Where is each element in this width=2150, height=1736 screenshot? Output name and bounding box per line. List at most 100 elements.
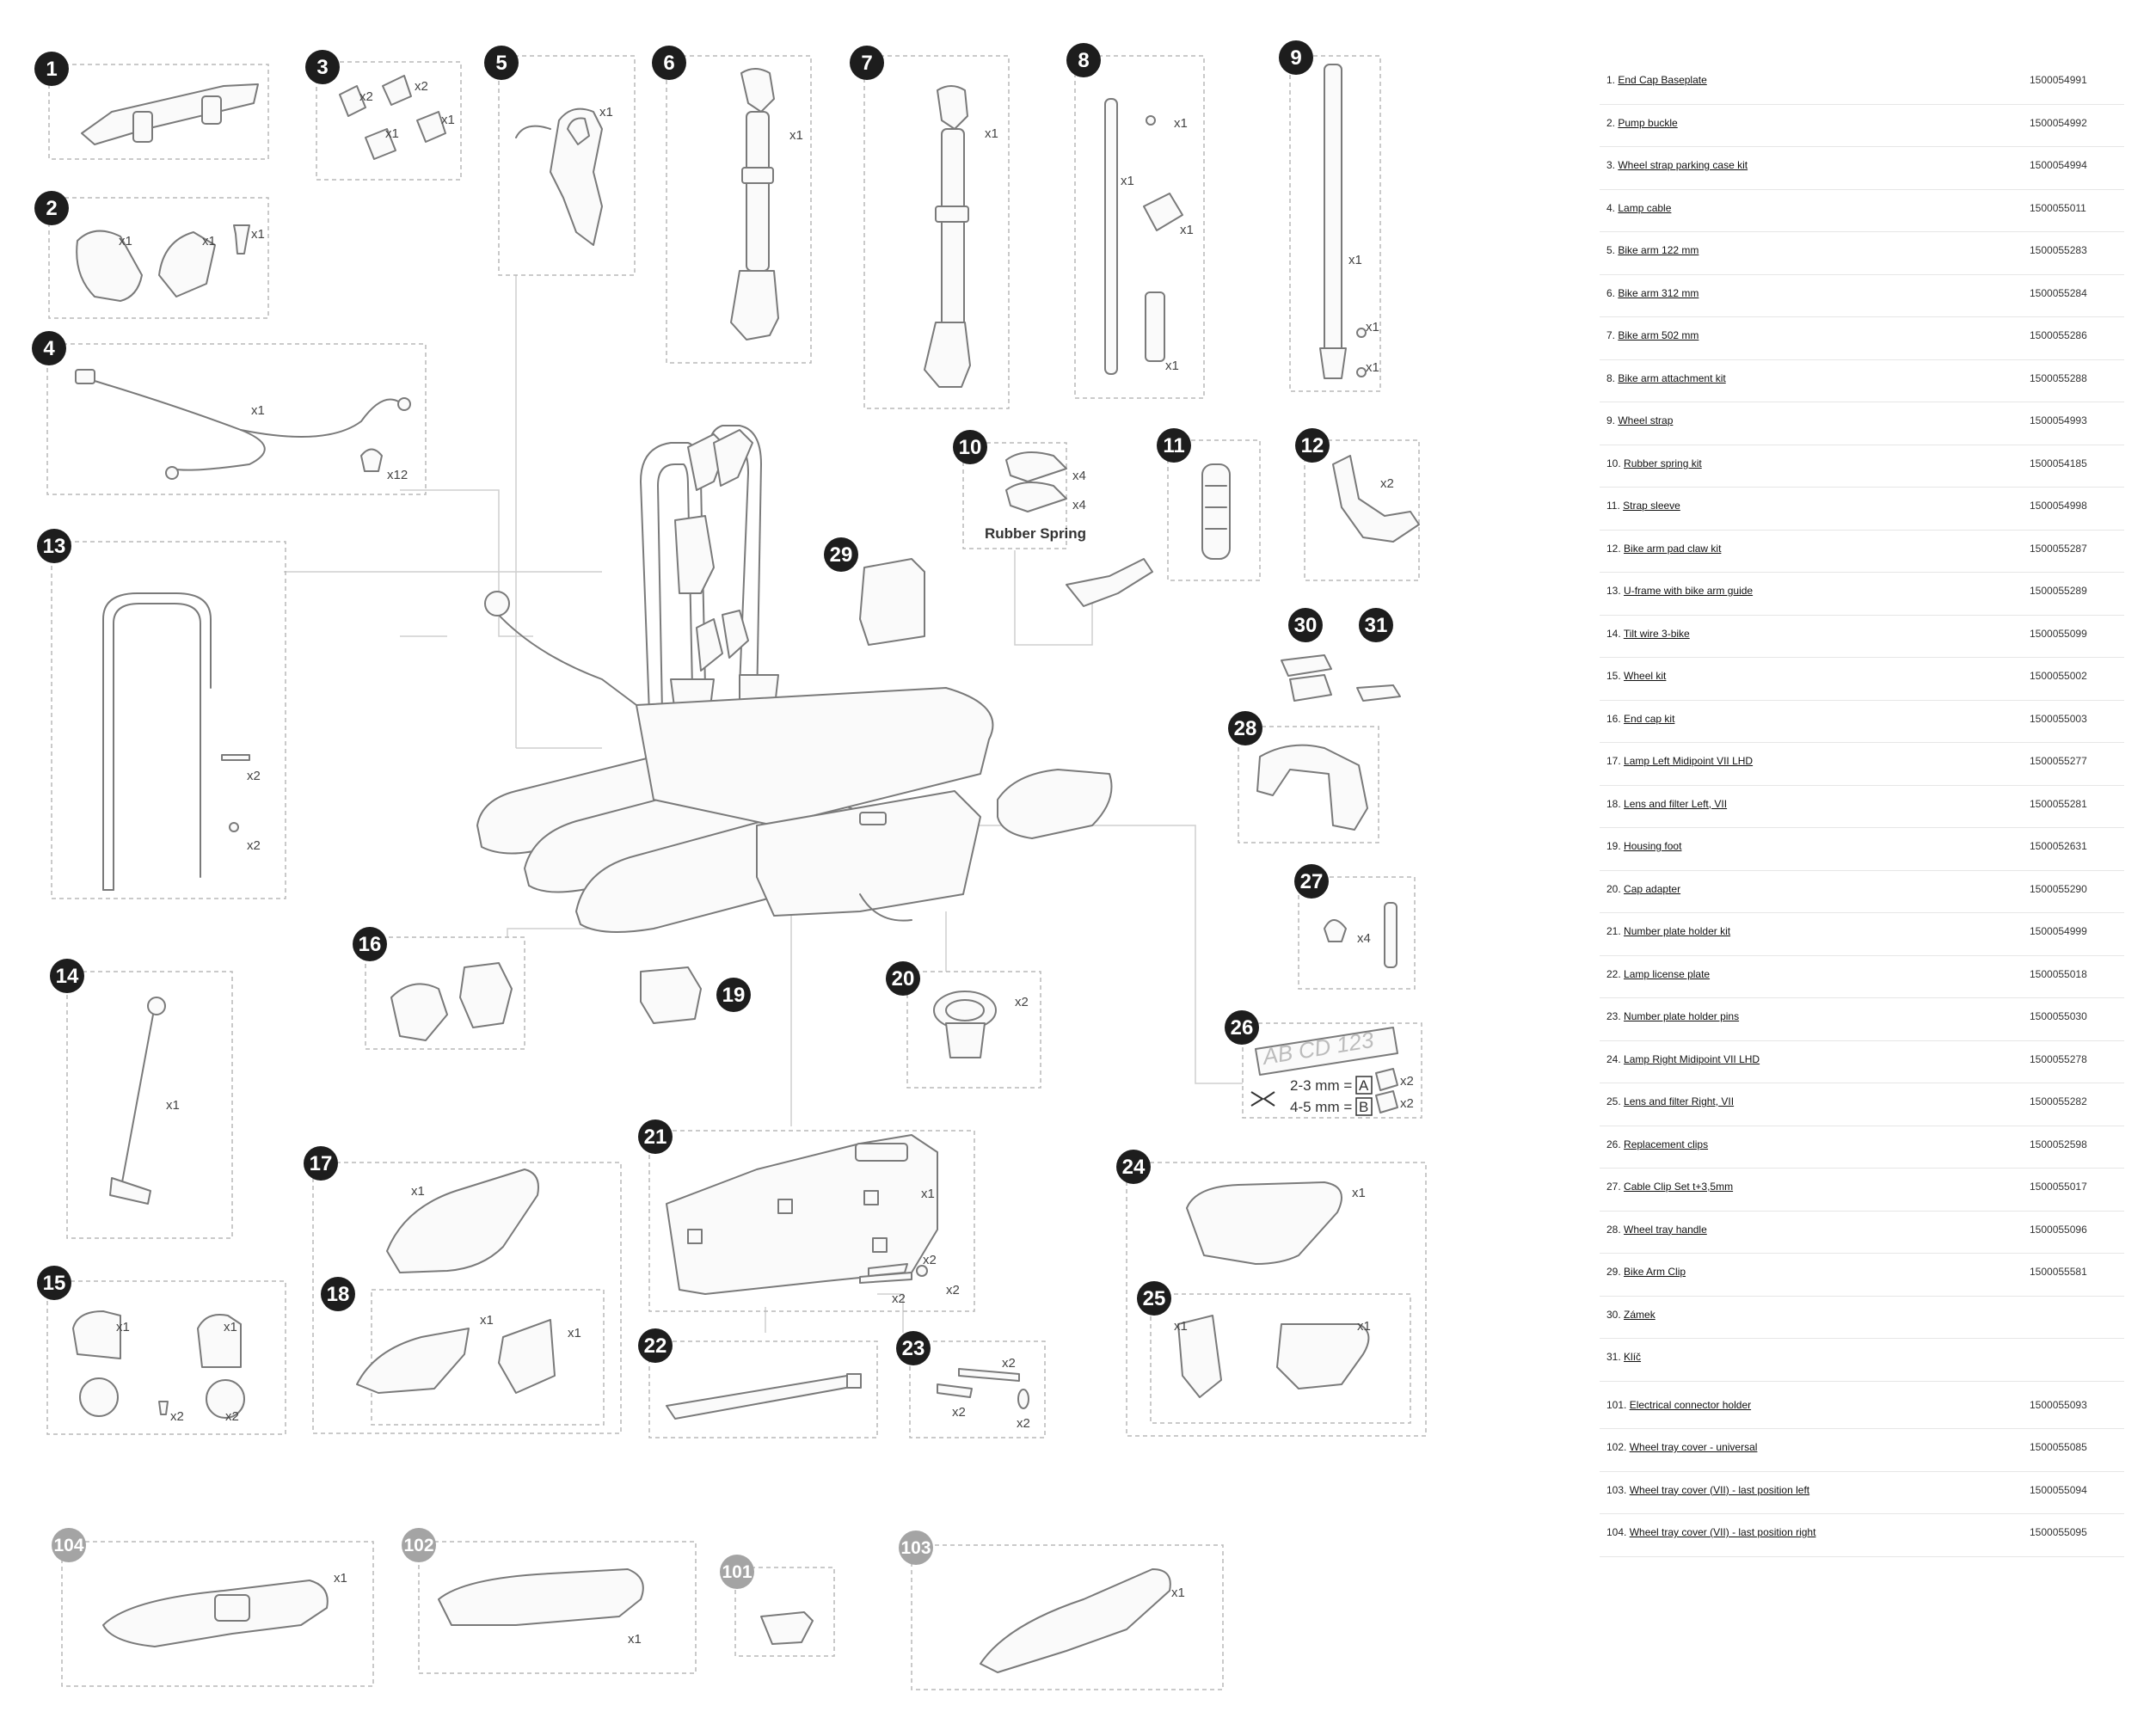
part-link[interactable]: Bike arm pad claw kit bbox=[1624, 542, 1722, 555]
part-label: 11. Strap sleeve bbox=[1606, 500, 1680, 512]
part-link[interactable]: Lens and filter Right, VII bbox=[1624, 1095, 1735, 1107]
part-number: 14. bbox=[1606, 627, 1621, 640]
part-15-drawing bbox=[72, 1310, 245, 1419]
part-label: 5. Bike arm 122 mm bbox=[1606, 244, 1698, 256]
part-number: 19. bbox=[1606, 840, 1621, 852]
part-badge: 5 bbox=[484, 46, 519, 80]
part-link[interactable]: Lamp Right Midipoint VII LHD bbox=[1624, 1052, 1760, 1065]
exploded-parts-diagram: x2 x2 x1 x1 x1 x1 x1 x1 x12 x1 x1 x1 x1 … bbox=[32, 40, 1427, 1690]
qty-label: x2 bbox=[247, 769, 261, 783]
part-11-drawing bbox=[1201, 463, 1231, 560]
part-link[interactable]: Electrical connector holder bbox=[1629, 1398, 1752, 1411]
svg-text:25: 25 bbox=[1143, 1287, 1166, 1310]
qty-label: x1 bbox=[1366, 360, 1379, 375]
qty-label: x1 bbox=[1121, 174, 1134, 188]
part-link[interactable]: End cap kit bbox=[1624, 712, 1675, 725]
part-link[interactable]: Wheel tray handle bbox=[1624, 1223, 1707, 1236]
svg-text:19: 19 bbox=[722, 984, 746, 1007]
part-link[interactable]: Replacement clips bbox=[1624, 1138, 1709, 1150]
part-link[interactable]: Number plate holder kit bbox=[1624, 925, 1731, 937]
part-code: 1500055017 bbox=[2030, 1181, 2087, 1193]
part-code: 1500055288 bbox=[2030, 371, 2087, 384]
part-link[interactable]: Cap adapter bbox=[1624, 882, 1681, 895]
part-link[interactable]: Klíč bbox=[1624, 1351, 1642, 1363]
qty-label: x2 bbox=[1002, 1356, 1016, 1371]
part-label: 21. Number plate holder kit bbox=[1606, 925, 1730, 937]
part-number: 4. bbox=[1606, 201, 1616, 214]
part-link[interactable]: Pump buckle bbox=[1618, 116, 1678, 129]
part-badge: 16 bbox=[353, 927, 387, 961]
part-link[interactable]: Tilt wire 3-bike bbox=[1623, 627, 1690, 640]
svg-text:6: 6 bbox=[663, 52, 674, 75]
svg-text:31: 31 bbox=[1365, 614, 1388, 637]
part-22-drawing bbox=[666, 1373, 862, 1420]
part-link[interactable]: Wheel tray cover (VII) - last position l… bbox=[1629, 1483, 1810, 1496]
part-badge: 30 bbox=[1288, 608, 1323, 642]
part-link[interactable]: Wheel kit bbox=[1624, 670, 1667, 682]
qty-label: x1 bbox=[1180, 223, 1194, 237]
part-link[interactable]: Wheel tray cover (VII) - last position r… bbox=[1629, 1526, 1816, 1538]
qty-label: x1 bbox=[251, 227, 265, 242]
part-link[interactable]: Zámek bbox=[1624, 1308, 1656, 1321]
part-link[interactable]: Wheel strap bbox=[1618, 414, 1674, 426]
part-code: 1500052598 bbox=[2030, 1138, 2087, 1150]
part-label: 1. End Cap Baseplate bbox=[1606, 74, 1707, 86]
part-link[interactable]: End Cap Baseplate bbox=[1618, 74, 1707, 86]
part-link[interactable]: Bike Arm Clip bbox=[1624, 1266, 1686, 1278]
part-link[interactable]: Wheel tray cover - universal bbox=[1629, 1441, 1758, 1453]
part-number: 22. bbox=[1606, 967, 1621, 980]
qty-label: x2 bbox=[1400, 1096, 1414, 1111]
part-label: 27. Cable Clip Set t+3,5mm bbox=[1606, 1181, 1733, 1193]
svg-text:24: 24 bbox=[1122, 1156, 1146, 1179]
part-link[interactable]: Bike arm 312 mm bbox=[1618, 286, 1699, 299]
part-code: 1500054991 bbox=[2030, 74, 2087, 86]
qty-label: x1 bbox=[599, 105, 613, 120]
svg-text:1: 1 bbox=[46, 58, 57, 81]
svg-text:29: 29 bbox=[830, 543, 853, 567]
part-code: 1500055290 bbox=[2030, 882, 2087, 895]
part-link[interactable]: Housing foot bbox=[1624, 840, 1682, 852]
part-code: 1500055278 bbox=[2030, 1052, 2087, 1065]
part-number: 7. bbox=[1606, 329, 1616, 341]
parts-list-row: 104. Wheel tray cover (VII) - last posit… bbox=[1600, 1514, 2124, 1557]
part-25-drawing bbox=[1177, 1315, 1370, 1398]
part-link[interactable]: Lamp license plate bbox=[1624, 967, 1711, 980]
part-8-drawing bbox=[1104, 98, 1183, 375]
part-label: 17. Lamp Left Midipoint VII LHD bbox=[1606, 755, 1753, 767]
part-link[interactable]: Lamp cable bbox=[1618, 201, 1672, 214]
part-link[interactable]: Number plate holder pins bbox=[1624, 1010, 1740, 1022]
qty-label: x2 bbox=[1015, 995, 1029, 1009]
part-link[interactable]: Lamp Left Midipoint VII LHD bbox=[1624, 755, 1754, 767]
qty-label: x1 bbox=[202, 234, 216, 248]
part-code: 1500055093 bbox=[2030, 1398, 2087, 1411]
part-link[interactable]: Rubber spring kit bbox=[1624, 457, 1702, 469]
part-24-drawing bbox=[1186, 1181, 1342, 1265]
part-badge: 8 bbox=[1066, 43, 1101, 77]
part-badge: 18 bbox=[321, 1277, 355, 1311]
part-link[interactable]: Wheel strap parking case kit bbox=[1618, 159, 1748, 171]
thickness-row-2: 4-5 mm = bbox=[1290, 1099, 1352, 1115]
qty-label: x1 bbox=[411, 1184, 425, 1199]
qty-label: x1 bbox=[1352, 1186, 1366, 1200]
part-link[interactable]: Lens and filter Left, VII bbox=[1624, 797, 1728, 810]
part-link[interactable]: Bike arm attachment kit bbox=[1618, 371, 1726, 384]
part-badge: 24 bbox=[1116, 1150, 1151, 1184]
qty-label: x2 bbox=[952, 1405, 966, 1420]
part-badge: 7 bbox=[850, 46, 884, 80]
qty-label: x2 bbox=[1017, 1416, 1030, 1431]
part-17-drawing bbox=[386, 1169, 539, 1273]
part-link[interactable]: U-frame with bike arm guide bbox=[1624, 585, 1754, 597]
part-link[interactable]: Bike arm 122 mm bbox=[1618, 244, 1699, 256]
part-link[interactable]: Strap sleeve bbox=[1623, 500, 1680, 512]
part-link[interactable]: Bike arm 502 mm bbox=[1618, 329, 1699, 341]
part-label: 23. Number plate holder pins bbox=[1606, 1010, 1739, 1022]
part-badge: 14 bbox=[50, 959, 84, 993]
part-link[interactable]: Cable Clip Set t+3,5mm bbox=[1624, 1181, 1734, 1193]
qty-label: x1 bbox=[251, 403, 265, 418]
qty-label: x1 bbox=[1366, 320, 1379, 334]
part-number: 9. bbox=[1606, 414, 1616, 426]
